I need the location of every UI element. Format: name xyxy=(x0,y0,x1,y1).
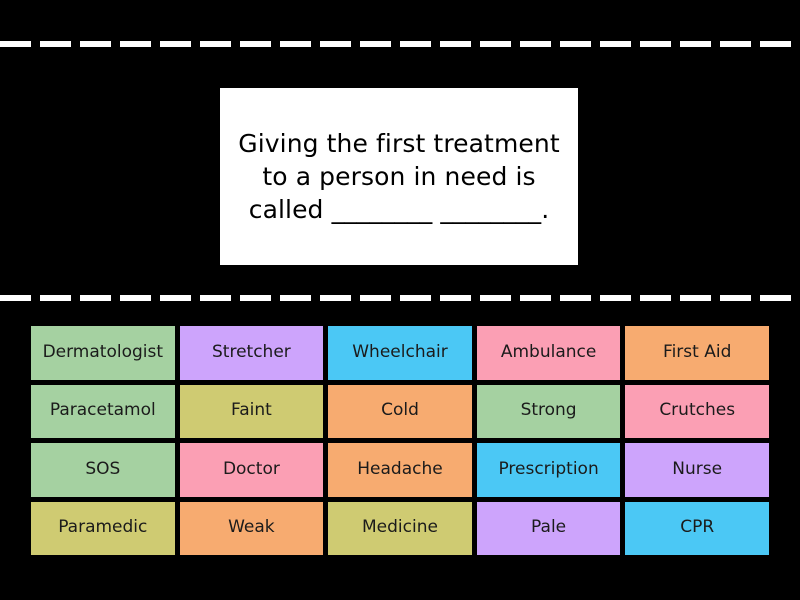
answer-tile-label: Paracetamol xyxy=(49,400,156,421)
answer-tile[interactable]: Doctor xyxy=(179,443,324,497)
answer-tile-label: Faint xyxy=(230,400,272,421)
answer-tile[interactable]: Pale xyxy=(476,501,621,555)
question-card: Giving the first treatment to a person i… xyxy=(220,88,578,265)
answer-tile-label: Paramedic xyxy=(58,517,148,538)
answer-tile[interactable]: Prescription xyxy=(476,443,621,497)
answer-tile[interactable]: Cold xyxy=(328,384,472,438)
answer-tile-label: Dermatologist xyxy=(42,341,164,362)
answer-tile-label: Strong xyxy=(520,400,577,421)
answer-tile-label: Cold xyxy=(381,400,419,421)
answer-tile[interactable]: Paracetamol xyxy=(31,384,175,438)
answer-tile[interactable]: Nurse xyxy=(625,443,769,497)
answer-tile[interactable]: Medicine xyxy=(328,501,472,555)
answer-tile-label: Wheelchair xyxy=(352,341,448,362)
answer-tile[interactable]: Dermatologist xyxy=(31,326,175,380)
dashed-divider-top xyxy=(0,41,800,47)
answer-tile[interactable]: Headache xyxy=(328,443,472,497)
answer-tile-label: CPR xyxy=(680,517,715,538)
answer-tile[interactable]: Strong xyxy=(476,384,621,438)
answer-tile[interactable]: CPR xyxy=(625,501,769,555)
answer-tile-label: Medicine xyxy=(362,517,438,538)
answer-tile[interactable]: Ambulance xyxy=(476,326,621,380)
answer-tile-label: Stretcher xyxy=(212,341,291,362)
answer-tile-label: Nurse xyxy=(672,458,723,479)
answer-tile-label: First Aid xyxy=(663,341,732,362)
answer-tile-label: Crutches xyxy=(659,400,736,421)
answer-tile-label: Pale xyxy=(531,517,567,538)
answer-tile[interactable]: Weak xyxy=(179,501,324,555)
answer-tile-label: Ambulance xyxy=(500,341,597,362)
question-text: Giving the first treatment to a person i… xyxy=(238,129,560,224)
answer-tile[interactable]: SOS xyxy=(31,443,175,497)
answer-tile[interactable]: Stretcher xyxy=(179,326,324,380)
answer-tile-label: Weak xyxy=(228,517,275,538)
dashed-divider-bottom xyxy=(0,295,800,301)
answer-tile[interactable]: Paramedic xyxy=(31,501,175,555)
answer-tile-label: SOS xyxy=(85,458,121,479)
answer-tile-label: Doctor xyxy=(222,458,280,479)
answer-tile-label: Headache xyxy=(357,458,443,479)
answer-tile[interactable]: Crutches xyxy=(625,384,769,438)
answer-tile[interactable]: Wheelchair xyxy=(328,326,472,380)
answer-tile[interactable]: First Aid xyxy=(625,326,769,380)
answer-tile[interactable]: Faint xyxy=(179,384,324,438)
answer-tile-grid: Dermatologist Stretcher Wheelchair Ambulanc… xyxy=(31,326,769,555)
answer-tile-label: Prescription xyxy=(498,458,599,479)
